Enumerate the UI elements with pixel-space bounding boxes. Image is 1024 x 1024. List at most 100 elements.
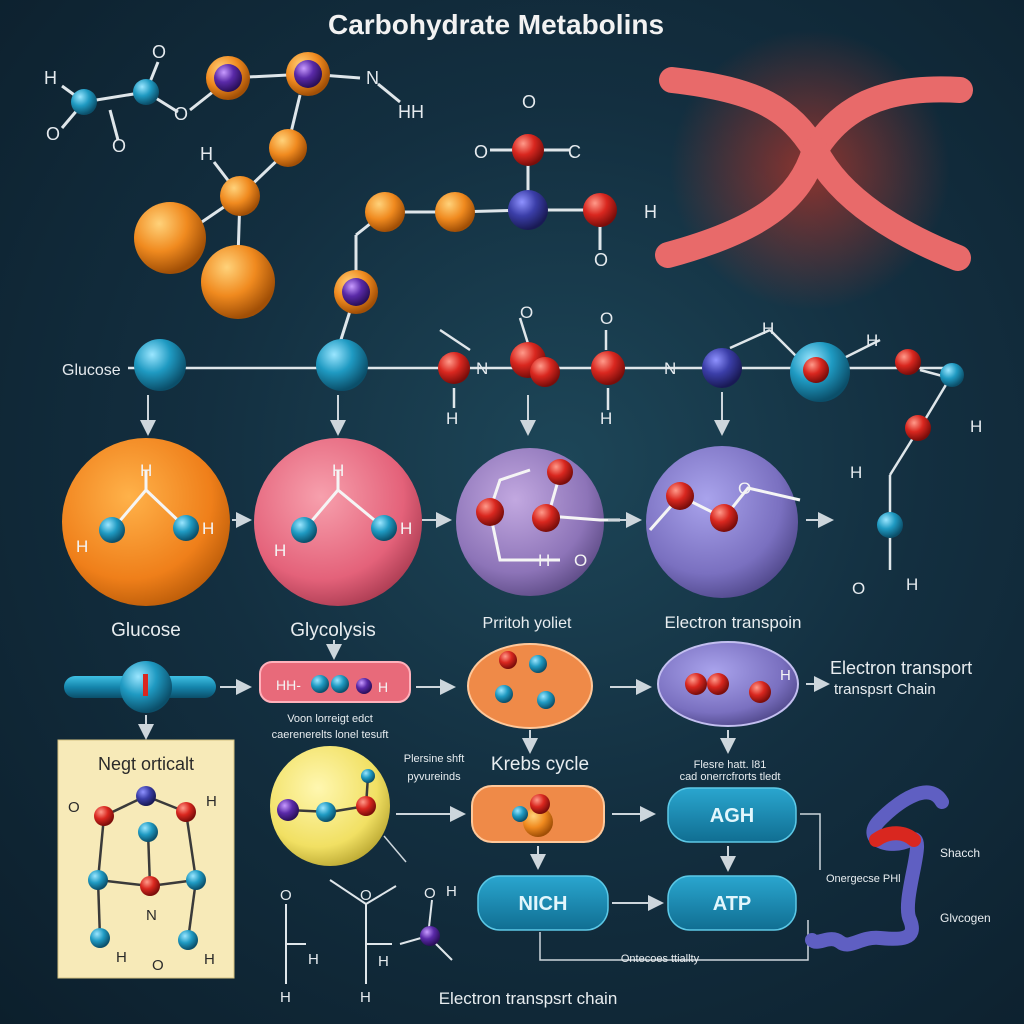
- glycogen-strand: [805, 785, 949, 952]
- label-oxygen: Onergecse PHl: [826, 873, 901, 885]
- svg-text:O: O: [280, 887, 292, 904]
- bottom-caption: Electron transpsrt chain: [439, 989, 618, 1008]
- svg-text:N: N: [664, 359, 676, 378]
- circle-atoms: [99, 459, 738, 543]
- svg-text:O: O: [174, 104, 188, 124]
- svg-text:O: O: [852, 579, 865, 598]
- row3-labels: Electron transport transpsrt Chain Voon …: [272, 658, 972, 783]
- svg-text:H: H: [274, 541, 286, 560]
- svg-text:H: H: [906, 575, 918, 594]
- svg-text:H: H: [538, 551, 550, 570]
- svg-text:H: H: [378, 953, 389, 970]
- svg-text:H: H: [206, 793, 217, 810]
- bottom-symbols: O O O H H H H H: [280, 883, 457, 1006]
- row1-arrows: [140, 392, 730, 436]
- caption-2b: pyvureinds: [407, 771, 461, 783]
- pyruvate-circle: [456, 448, 604, 596]
- svg-text:O: O: [68, 799, 80, 816]
- note-title: Negt orticalt: [98, 754, 194, 774]
- svg-text:O: O: [152, 42, 166, 62]
- label-glycolysis: Glycolysis: [290, 620, 376, 641]
- note-card: Negt orticalt O H N H O H: [57, 739, 235, 979]
- stage-circles: [62, 438, 798, 606]
- bottom-atom: [420, 926, 440, 946]
- top-atom-symbols: H O O O O N HH H O O C O H: [44, 42, 657, 270]
- label-electron-transpoin: Electron transpoin: [664, 613, 801, 632]
- label-ontecoes: Ontecoes ttiallty: [621, 953, 700, 965]
- svg-text:H: H: [446, 883, 457, 900]
- row3-symbols: HH- H H: [276, 667, 791, 695]
- svg-text:H: H: [866, 331, 878, 350]
- svg-text:H: H: [140, 461, 152, 480]
- row3: [64, 640, 830, 754]
- svg-text:H: H: [360, 989, 371, 1006]
- row1-atom-symbols: N N O O H H H H H H O H: [446, 303, 982, 598]
- svg-text:H: H: [116, 949, 127, 966]
- glucose-circle: [62, 438, 230, 606]
- row1-atoms: [134, 339, 964, 538]
- svg-text:H: H: [200, 144, 213, 164]
- teal-pills: AGH ATP NICH: [477, 787, 821, 961]
- svg-text:H: H: [600, 409, 612, 428]
- svg-text:H: H: [378, 679, 388, 695]
- svg-text:O: O: [474, 142, 488, 162]
- svg-text:H: H: [400, 519, 412, 538]
- svg-text:O: O: [424, 885, 436, 902]
- krebs-pill: [471, 785, 656, 870]
- label-electron-transport: Electron transport: [830, 658, 972, 678]
- label-pyruvate: Prritoh yoliet: [483, 615, 572, 632]
- svg-text:N: N: [366, 68, 379, 88]
- atp-pill: [667, 875, 797, 931]
- label-starch: Shacch: [940, 846, 980, 860]
- svg-text:O: O: [360, 887, 372, 904]
- circle-atom-symbols: H H H H H H H O O: [76, 461, 751, 570]
- svg-text:HH: HH: [398, 102, 424, 122]
- top-atoms: [71, 52, 617, 319]
- caption-2a: Plersine shft: [404, 753, 465, 765]
- label-krebs: Krebs cycle: [491, 754, 589, 775]
- svg-text:O: O: [574, 551, 587, 570]
- svg-text:H: H: [76, 537, 88, 556]
- diagram-title: Carbohydrate Metabolins: [328, 9, 664, 40]
- protein-strand-shape: [655, 30, 973, 310]
- svg-text:H: H: [308, 951, 319, 968]
- caption-3a: Flesre hatt. l81: [694, 759, 767, 771]
- svg-text:O: O: [112, 136, 126, 156]
- agh-label: AGH: [710, 805, 754, 827]
- svg-text:H: H: [780, 667, 791, 684]
- svg-text:H: H: [280, 989, 291, 1006]
- svg-text:O: O: [738, 479, 751, 498]
- stage-labels: Glucose Glycolysis Prritoh yoliet Electr…: [111, 613, 801, 641]
- label-glycogen: Glvcogen: [940, 911, 991, 925]
- svg-text:H: H: [970, 417, 982, 436]
- svg-text:H: H: [202, 519, 214, 538]
- svg-text:O: O: [520, 303, 533, 322]
- svg-text:N: N: [476, 359, 488, 378]
- glycolysis-circle: [254, 438, 422, 606]
- svg-text:H: H: [644, 202, 657, 222]
- svg-text:C: C: [568, 142, 581, 162]
- agh-pill: [667, 787, 797, 843]
- nich-pill: [477, 875, 609, 931]
- nich-label: NICH: [519, 893, 568, 915]
- svg-text:O: O: [46, 124, 60, 144]
- caption-3b: cad onerrcfrorts tledt: [680, 771, 781, 783]
- svg-text:O: O: [594, 250, 608, 270]
- svg-text:N: N: [146, 907, 157, 924]
- label-transport-chain: transpsrt Chain: [834, 681, 936, 698]
- label-glucose: Glucose: [111, 620, 181, 641]
- caption-1a: Voon lorreigt edct: [287, 713, 373, 725]
- label-glucose-top: Glucose: [62, 362, 121, 379]
- svg-text:H: H: [850, 463, 862, 482]
- caption-1b: caerenerelts lonel tesuft: [272, 729, 389, 741]
- svg-text:HH-: HH-: [276, 677, 301, 693]
- svg-text:H: H: [44, 68, 57, 88]
- atp-label: ATP: [713, 893, 752, 915]
- svg-text:H: H: [204, 951, 215, 968]
- svg-text:O: O: [152, 957, 164, 974]
- right-labels: Shacch Glvcogen Onergecse PHl Ontecoes t…: [621, 846, 991, 965]
- svg-text:O: O: [600, 309, 613, 328]
- svg-text:O: O: [522, 92, 536, 112]
- yellow-circle: [270, 746, 466, 866]
